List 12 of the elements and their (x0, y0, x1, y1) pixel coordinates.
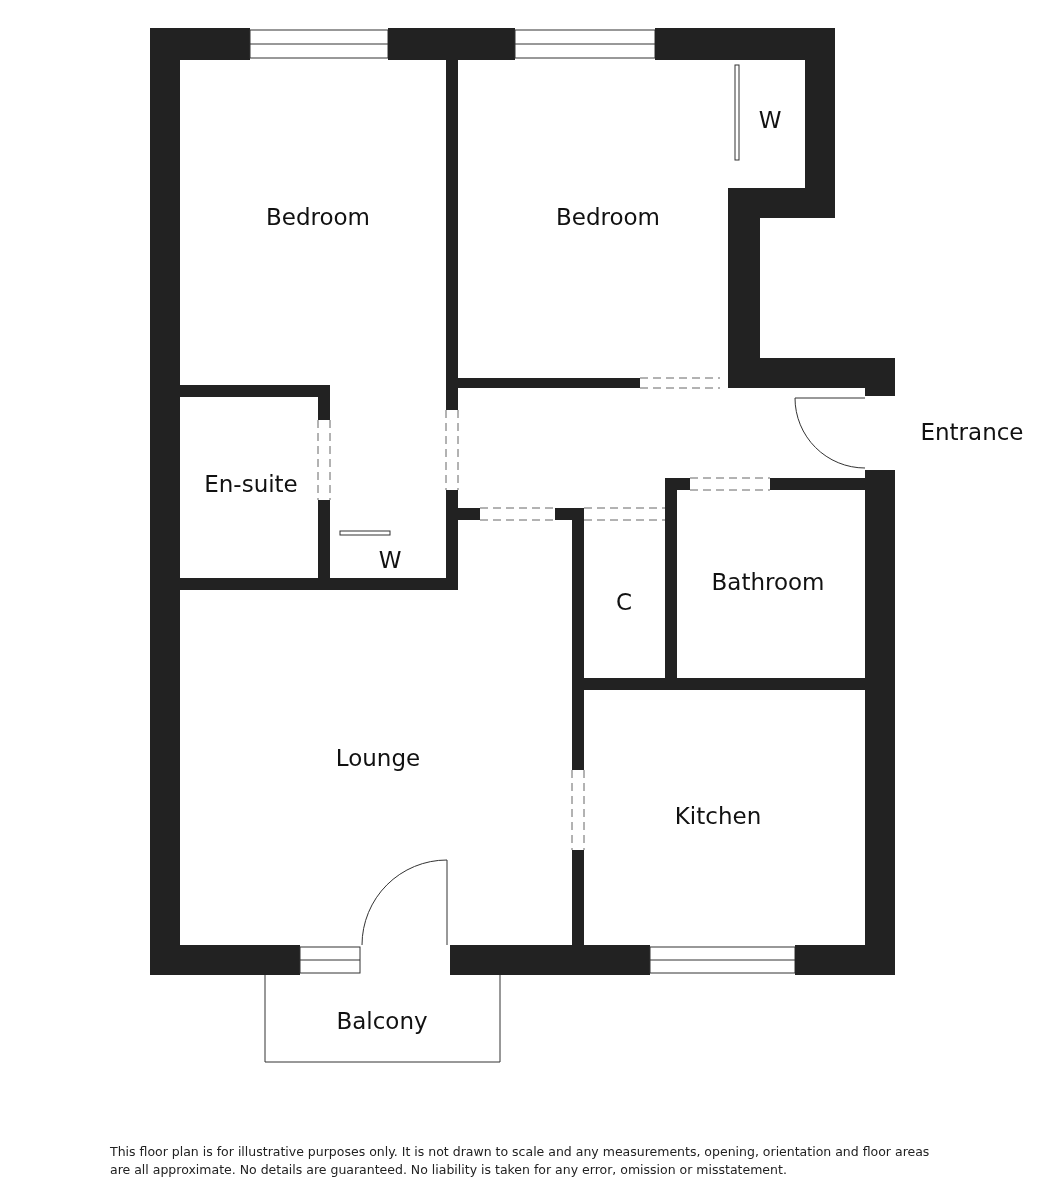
entrance-label: Entrance (920, 419, 1024, 445)
room-label: Bathroom (711, 569, 825, 595)
disclaimer-text: This floor plan is for illustrative purposes only. It is not drawn to scale and any measurements, opening, orientation and floor areas are all approximate. No details are guaranteed. No liability is taken for any error, omission or misstatement. (110, 1143, 931, 1179)
wardrobe-label: W (758, 107, 782, 133)
cupboard-label: C (615, 589, 633, 615)
room-label: En-suite (204, 471, 298, 497)
wardrobe-label: W (378, 547, 402, 573)
room-label: Kitchen (674, 803, 762, 829)
room-label: Bedroom (266, 204, 370, 230)
room-label: Lounge (335, 745, 421, 771)
room-label: Bedroom (556, 204, 660, 230)
room-label: Balcony (336, 1008, 428, 1034)
